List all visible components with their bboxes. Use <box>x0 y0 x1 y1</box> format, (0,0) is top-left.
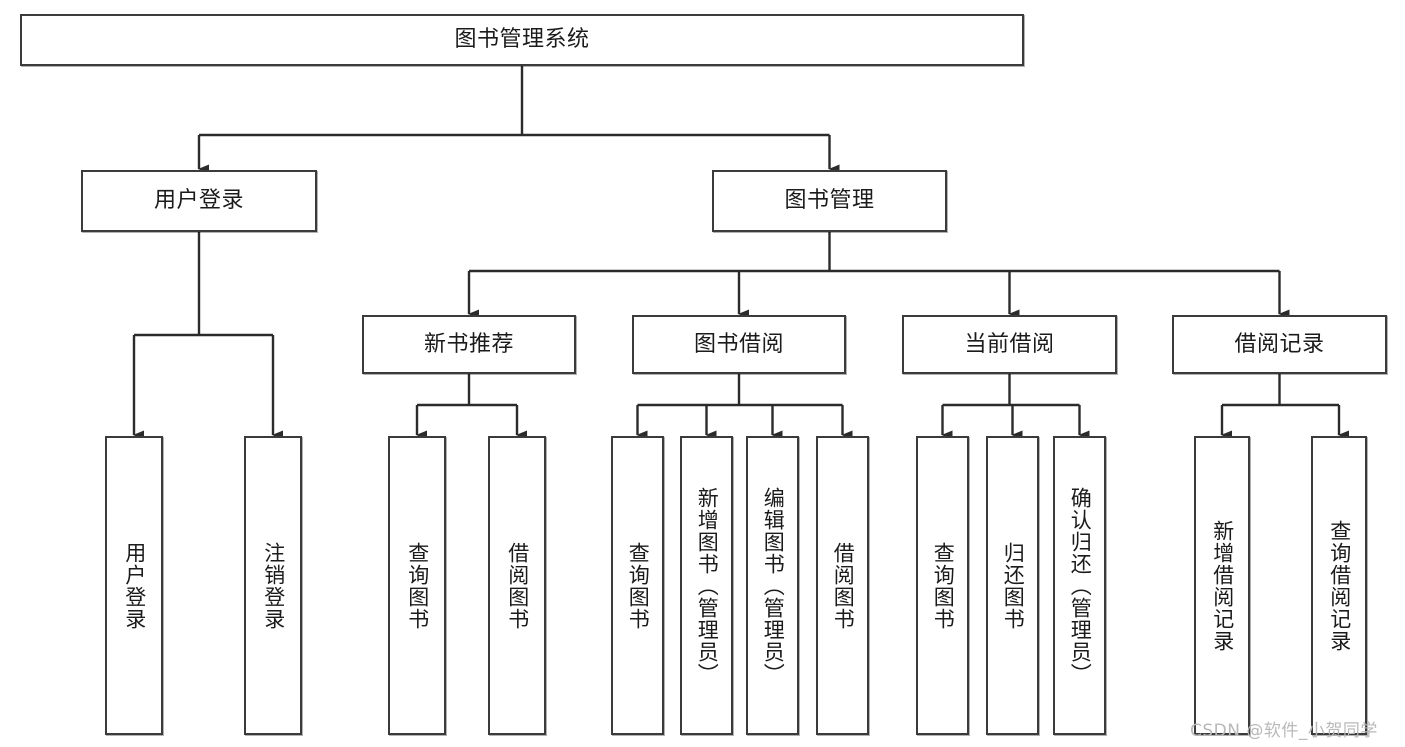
node-leaf-bb-add: 新增图书（管理员） <box>680 436 733 735</box>
node-root: 图书管理系统 <box>20 14 1024 66</box>
node-label: 新增图书（管理员） <box>695 486 720 685</box>
csdn-watermark: CSDN @软件_小贺同学 <box>1190 721 1378 741</box>
node-leaf-bb-edit: 编辑图书（管理员） <box>746 436 799 735</box>
node-book-mgmt: 图书管理 <box>712 170 947 232</box>
node-label: 图书借阅 <box>693 331 784 357</box>
node-leaf-rec-borrow: 借阅图书 <box>488 436 546 735</box>
node-label: 确认归还（管理员） <box>1068 486 1093 685</box>
node-label: 当前借阅 <box>964 331 1055 357</box>
node-label: 图书管理系统 <box>454 27 590 53</box>
node-label: 用户登录 <box>122 541 147 630</box>
node-label: 注销登录 <box>261 541 286 630</box>
node-leaf-br-add: 新增借阅记录 <box>1194 436 1250 735</box>
node-current-borrow: 当前借阅 <box>902 315 1117 374</box>
node-borrow-record: 借阅记录 <box>1172 315 1387 374</box>
node-label: 借阅图书 <box>831 541 856 630</box>
node-label: 查询借阅记录 <box>1327 519 1352 652</box>
node-label: 用户登录 <box>153 188 244 214</box>
node-leaf-cb-confirm: 确认归还（管理员） <box>1053 436 1106 735</box>
node-leaf-cb-return: 归还图书 <box>986 436 1039 735</box>
node-label: 查询图书 <box>931 541 956 630</box>
node-label: 新增借阅记录 <box>1210 519 1235 652</box>
node-label: 借阅图书 <box>505 541 530 630</box>
node-leaf-user-logout: 注销登录 <box>244 436 302 735</box>
node-book-borrow: 图书借阅 <box>632 315 846 374</box>
node-label: 查询图书 <box>405 541 430 630</box>
node-leaf-bb-borrow: 借阅图书 <box>816 436 869 735</box>
node-leaf-cb-query: 查询图书 <box>916 436 969 735</box>
node-label: 查询图书 <box>626 541 651 630</box>
node-label: 借阅记录 <box>1234 331 1325 357</box>
node-new-book-rec: 新书推荐 <box>362 315 576 374</box>
node-leaf-br-query: 查询借阅记录 <box>1311 436 1367 735</box>
node-label: 图书管理 <box>784 188 875 214</box>
node-user-login: 用户登录 <box>81 170 317 232</box>
node-label: 归还图书 <box>1001 541 1026 630</box>
node-label: 新书推荐 <box>423 331 514 357</box>
node-leaf-user-login: 用户登录 <box>105 436 163 735</box>
node-leaf-rec-query: 查询图书 <box>388 436 446 735</box>
node-label: 编辑图书（管理员） <box>761 486 786 685</box>
node-leaf-bb-query: 查询图书 <box>611 436 664 735</box>
